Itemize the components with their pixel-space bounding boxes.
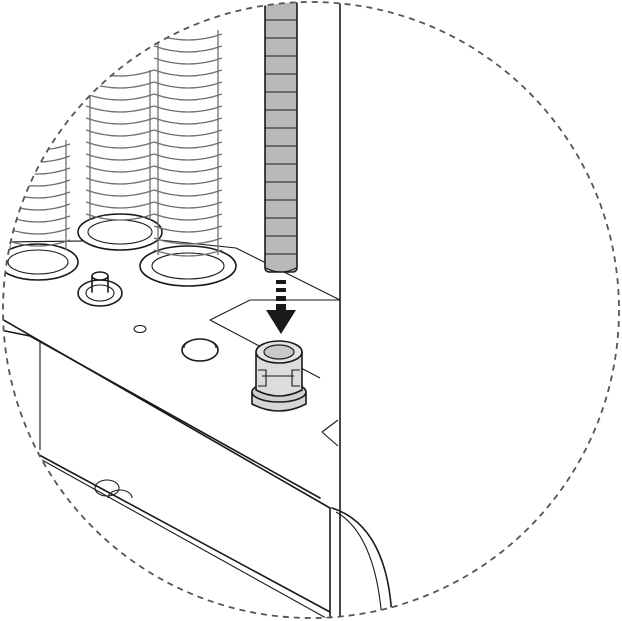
- hose-right: [139, 30, 237, 287]
- hose-far-left: [3, 140, 79, 281]
- down-arrow-icon: [266, 280, 296, 334]
- illustration-content: [3, 2, 393, 618]
- unit-base-panel: [3, 2, 393, 618]
- hose-coupling: [251, 340, 307, 412]
- hose-middle: [77, 69, 163, 251]
- grey-corrugated-tube: [264, 2, 298, 273]
- corrugated-hoses: [3, 30, 237, 287]
- threaded-stud: [77, 271, 123, 307]
- lower-bracket: [94, 479, 133, 499]
